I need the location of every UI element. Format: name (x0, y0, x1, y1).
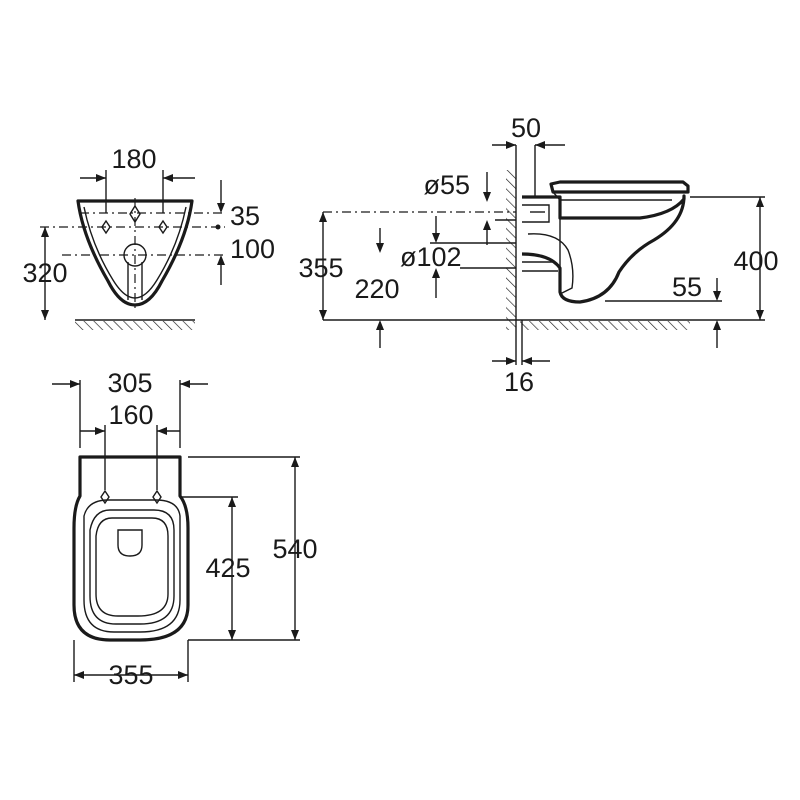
front-fixing-hole-right (158, 219, 168, 235)
top-outline (72, 455, 190, 642)
dim-side-o102: ø102 (400, 242, 462, 272)
top-fixing-hole-left (100, 489, 110, 505)
side-view: 50 ø55 ø102 355 220 400 55 (298, 113, 778, 397)
dim-front-35: 35 (230, 201, 260, 231)
side-bowl-outline (521, 194, 686, 304)
dim-top-540: 540 (272, 534, 317, 564)
front-view: 180 35 100 320 (22, 144, 275, 330)
dim-top-425: 425 (205, 553, 250, 583)
dim-side-355: 355 (298, 253, 343, 283)
dim-top-305: 305 (107, 368, 152, 398)
front-bowl-outline (76, 199, 194, 307)
dim-front-320: 320 (22, 258, 67, 288)
dim-side-50: 50 (511, 113, 541, 143)
wall-hatch (506, 170, 516, 330)
dim-side-o55: ø55 (423, 170, 470, 200)
dim-side-400: 400 (733, 246, 778, 276)
dim-front-180: 180 (111, 144, 156, 174)
front-floor-hatch (75, 321, 195, 330)
side-lid (549, 180, 690, 194)
top-outlet (117, 529, 143, 557)
dim-side-16: 16 (504, 367, 534, 397)
side-floor-hatch (520, 321, 690, 330)
dim-front-100: 100 (230, 234, 275, 264)
dim-top-160: 160 (108, 400, 153, 430)
dim-side-220: 220 (354, 274, 399, 304)
dim-top-355: 355 (108, 660, 153, 690)
dim-side-55: 55 (672, 272, 702, 302)
front-fixing-hole-left (101, 219, 111, 235)
top-fixing-hole-right (152, 489, 162, 505)
top-view: 305 160 540 425 355 (52, 368, 318, 690)
